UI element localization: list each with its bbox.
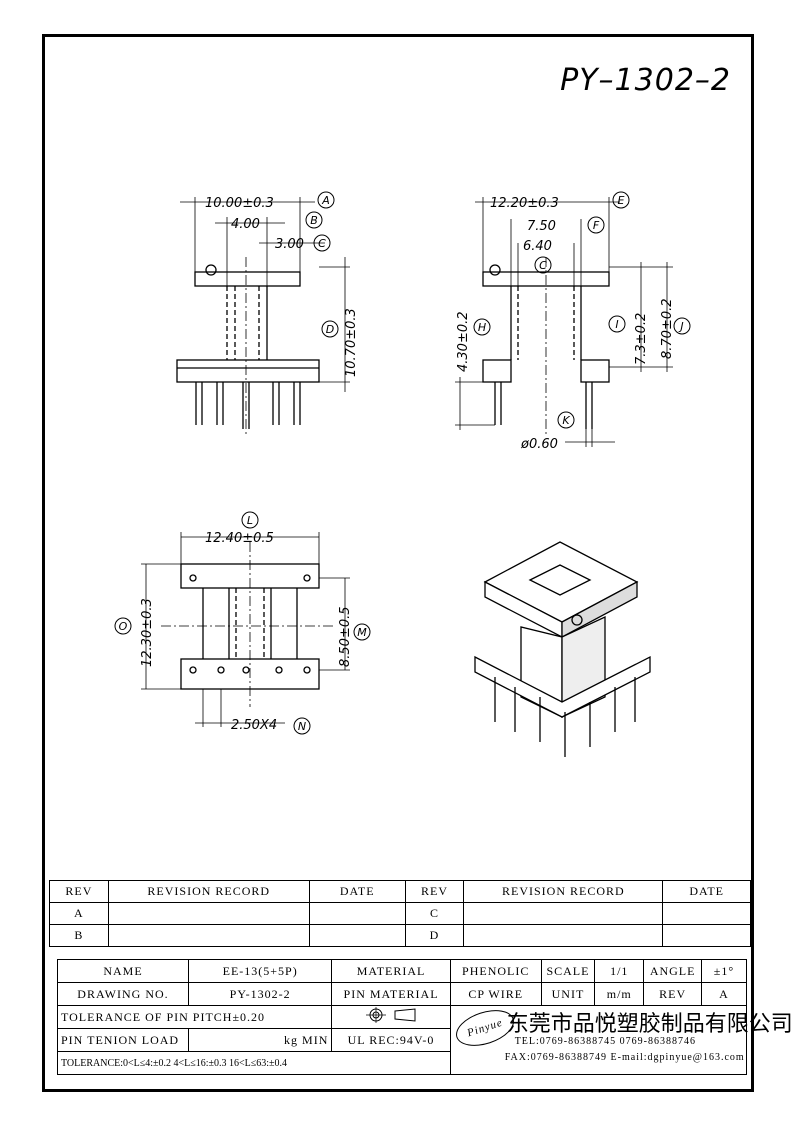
revision-record-header: REVISION RECORD [107, 880, 310, 903]
dim-n: 2.50X4 [231, 718, 277, 733]
marker-h: H [478, 321, 486, 334]
revision-row: B D [49, 924, 751, 947]
tolerance-ranges: TOLERANCE:0<L≤4:±0.2 4<L≤16:±0.3 16<L≤63… [57, 1051, 451, 1075]
drawing-title: PY–1302–2 [560, 63, 731, 98]
dim-e: 12.20±0.3 [490, 196, 559, 211]
rev-header: REV [49, 880, 109, 903]
date-header-2: DATE [662, 880, 751, 903]
revision-record-header-2: REVISION RECORD [463, 880, 664, 903]
angle-value: ±1° [700, 959, 748, 983]
record-cell [107, 924, 310, 947]
marker-j: J [678, 320, 683, 333]
rev-header-2: REV [404, 880, 465, 903]
marker-f: F [593, 219, 600, 232]
marker-i: I [615, 318, 618, 331]
pin-tension-label: PIN TENION LOAD [57, 1028, 189, 1052]
rev-cell: A [49, 902, 109, 925]
company-block: Pinyue 东莞市品悦塑胶制品有限公司 TEL:0769-86388745 0… [449, 1003, 793, 1075]
marker-b: B [310, 214, 318, 227]
dim-i: 7.3±0.2 [634, 313, 649, 365]
dim-c: 3.00 [275, 237, 304, 252]
bottom-view [141, 532, 350, 727]
scale-value: 1/1 [594, 959, 645, 983]
revision-header-row: REV REVISION RECORD DATE REV REVISION RE… [49, 880, 751, 903]
material-label: MATERIAL [331, 959, 451, 983]
dim-m: 8.50±0.5 [338, 606, 353, 667]
tolerance-pitch: TOLERANCE OF PIN PITCH±0.20 [56, 1005, 333, 1029]
drawing-sheet: PY–1302–2 [42, 34, 793, 1092]
date-header: DATE [308, 880, 406, 903]
front-view [176, 197, 350, 437]
drawing-canvas: 10.00±0.3 4.00 3.00 10.70±0.3 12.20±0.3 … [114, 191, 691, 757]
record-cell [463, 924, 664, 947]
marker-l: L [247, 514, 253, 527]
date-cell [662, 902, 751, 925]
record-cell [463, 902, 664, 925]
drawing-value: PY-1302-2 [187, 982, 333, 1006]
dim-a: 10.00±0.3 [205, 196, 274, 211]
name-label: NAME [57, 959, 189, 983]
dim-b: 4.00 [231, 217, 260, 232]
rev-cell: C [404, 902, 465, 925]
company-tel: TEL:0769-86388745 0769-86388746 [514, 1036, 696, 1047]
dim-o: 12.30±0.3 [140, 598, 155, 667]
angle-label: ANGLE [643, 959, 702, 983]
marker-a: A [321, 194, 330, 207]
unit-label: UNIT [540, 982, 596, 1006]
drawing-label: DRAWING NO. [57, 982, 189, 1006]
marker-n: N [298, 720, 306, 733]
company-name: 东莞市品悦塑胶制品有限公司 [506, 1012, 793, 1037]
spec-table: NAME EE-13(5+5P) MATERIAL PHENOLIC SCALE… [56, 959, 793, 1075]
dim-k: ø0.60 [520, 437, 558, 452]
marker-c-side: C [539, 259, 547, 272]
pin-material-value: CP WIRE [449, 982, 542, 1006]
material-value: PHENOLIC [449, 959, 542, 983]
marker-e: E [618, 194, 625, 207]
date-cell [308, 924, 406, 947]
revision-row: A C [49, 902, 751, 925]
projection-symbol-icon [366, 1007, 416, 1023]
projection-symbol [331, 1005, 451, 1029]
dimension-labels: 10.00±0.3 4.00 3.00 10.70±0.3 12.20±0.3 … [140, 196, 675, 733]
revision-table: REV REVISION RECORD DATE REV REVISION RE… [49, 880, 751, 947]
pin-material-label: PIN MATERIAL [331, 982, 451, 1006]
dim-h: 4.30±0.2 [456, 311, 471, 372]
marker-k: K [562, 414, 570, 427]
scale-label: SCALE [540, 959, 596, 983]
dim-d: 10.70±0.3 [344, 308, 359, 377]
rev-cell: B [49, 924, 109, 947]
callout-markers [114, 191, 691, 735]
name-value: EE-13(5+5P) [187, 959, 333, 983]
ul-rec: UL REC:94V-0 [331, 1028, 451, 1052]
side-view [455, 197, 673, 447]
date-cell [308, 902, 406, 925]
date-cell [662, 924, 751, 947]
rev-label: REV [643, 982, 702, 1006]
marker-c: C [318, 237, 326, 250]
company-fax: FAX:0769-86388749 E-mail:dgpinyue@163.co… [504, 1052, 745, 1063]
dim-f: 7.50 [527, 219, 556, 234]
marker-d: D [326, 323, 334, 336]
rev-cell: D [404, 924, 465, 947]
dim-l: 12.40±0.5 [205, 531, 274, 546]
pin-tension-unit: kg MIN [187, 1028, 333, 1052]
record-cell [107, 902, 310, 925]
marker-m: M [357, 626, 367, 639]
dim-g: 6.40 [523, 239, 552, 254]
rev-value: A [700, 982, 748, 1006]
marker-o: O [119, 620, 128, 633]
unit-value: m/m [594, 982, 645, 1006]
isometric-view [474, 541, 651, 757]
dim-j: 8.70±0.2 [660, 298, 675, 359]
